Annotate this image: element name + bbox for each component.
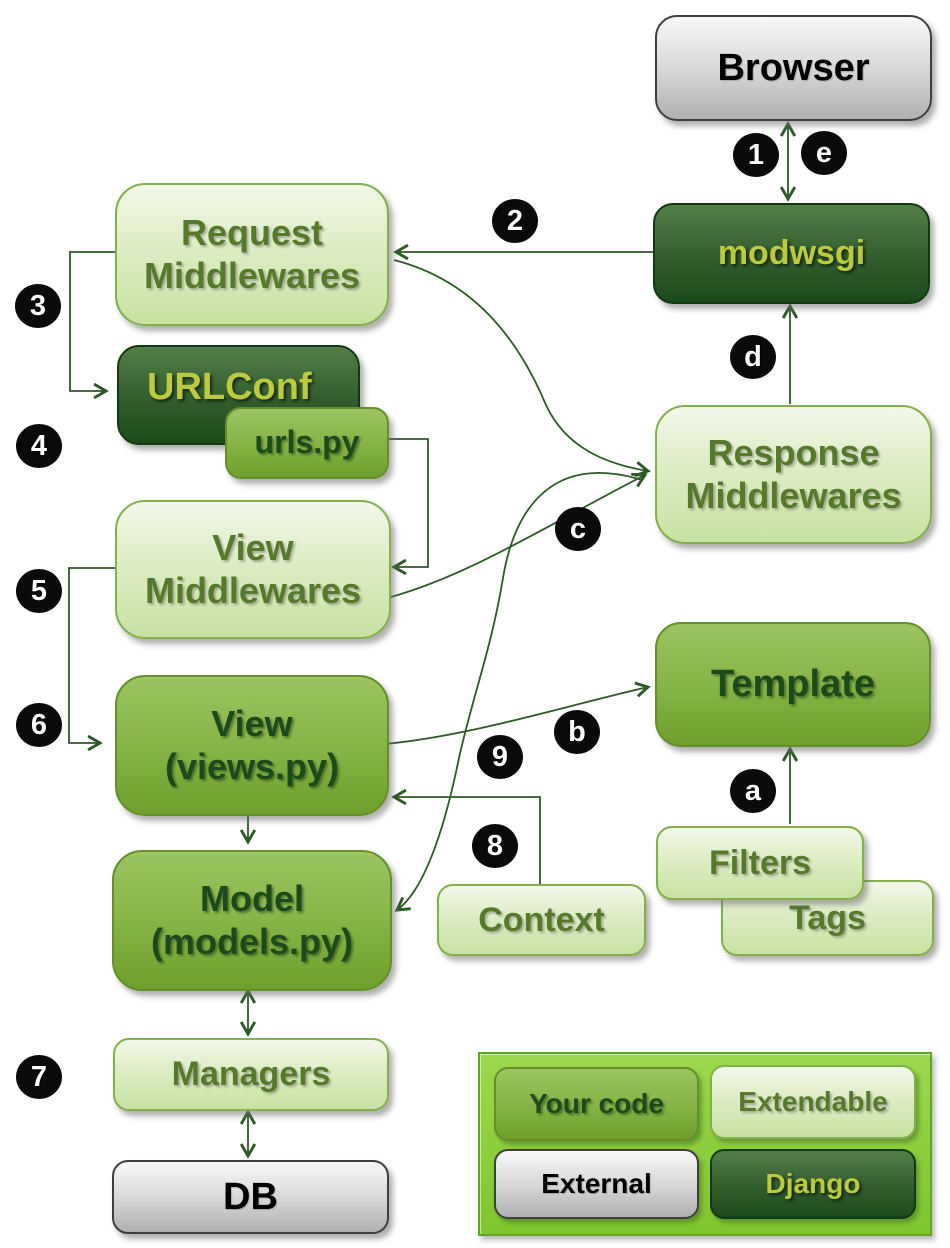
- badge-step-3: 3: [15, 284, 61, 328]
- badge-step-7: 7: [16, 1055, 62, 1099]
- curve-request-middlewares-response-middlewares: [393, 259, 651, 478]
- legend-your-code: Your code: [494, 1067, 699, 1141]
- arrow-view-middlewares-view: [68, 567, 115, 752]
- node-filters: Filters: [656, 826, 864, 900]
- badge-step-9: 9: [477, 735, 523, 779]
- node-template: Template: [655, 622, 931, 747]
- arrow-view-template: [384, 681, 651, 745]
- badge-step-b: b: [554, 710, 600, 754]
- badge-step-1: 1: [733, 133, 779, 177]
- node-browser: Browser: [655, 15, 932, 121]
- badge-step-6: 6: [16, 703, 62, 747]
- curve-view-middlewares-response-middlewares: [386, 472, 648, 599]
- badge-step-e: e: [801, 131, 847, 175]
- badge-step-4: 4: [16, 424, 62, 468]
- node-model: Model(models.py): [112, 850, 392, 991]
- legend-panel: Your code Extendable External Django: [478, 1052, 932, 1236]
- legend-extendable: Extendable: [710, 1065, 916, 1139]
- badge-step-d: d: [730, 335, 776, 379]
- arrow-context-view: [391, 788, 541, 884]
- badge-step-2: 2: [492, 199, 538, 243]
- curve-to-model: [394, 472, 643, 912]
- badge-step-8: 8: [472, 824, 518, 868]
- node-urls-py: urls.py: [225, 407, 389, 479]
- badge-step-c: c: [555, 507, 601, 551]
- node-context: Context: [437, 884, 646, 956]
- node-view: View(views.py): [115, 675, 389, 816]
- badge-step-a: a: [730, 769, 776, 813]
- arrow-urlspy-view-middlewares: [385, 438, 429, 576]
- legend-django: Django: [710, 1149, 916, 1219]
- node-db: DB: [112, 1160, 389, 1234]
- node-managers: Managers: [113, 1038, 389, 1111]
- badge-step-5: 5: [16, 569, 62, 613]
- node-modwsgi: modwsgi: [653, 203, 930, 304]
- legend-external: External: [494, 1149, 699, 1219]
- arrow-request-middlewares-urlconf: [69, 251, 115, 400]
